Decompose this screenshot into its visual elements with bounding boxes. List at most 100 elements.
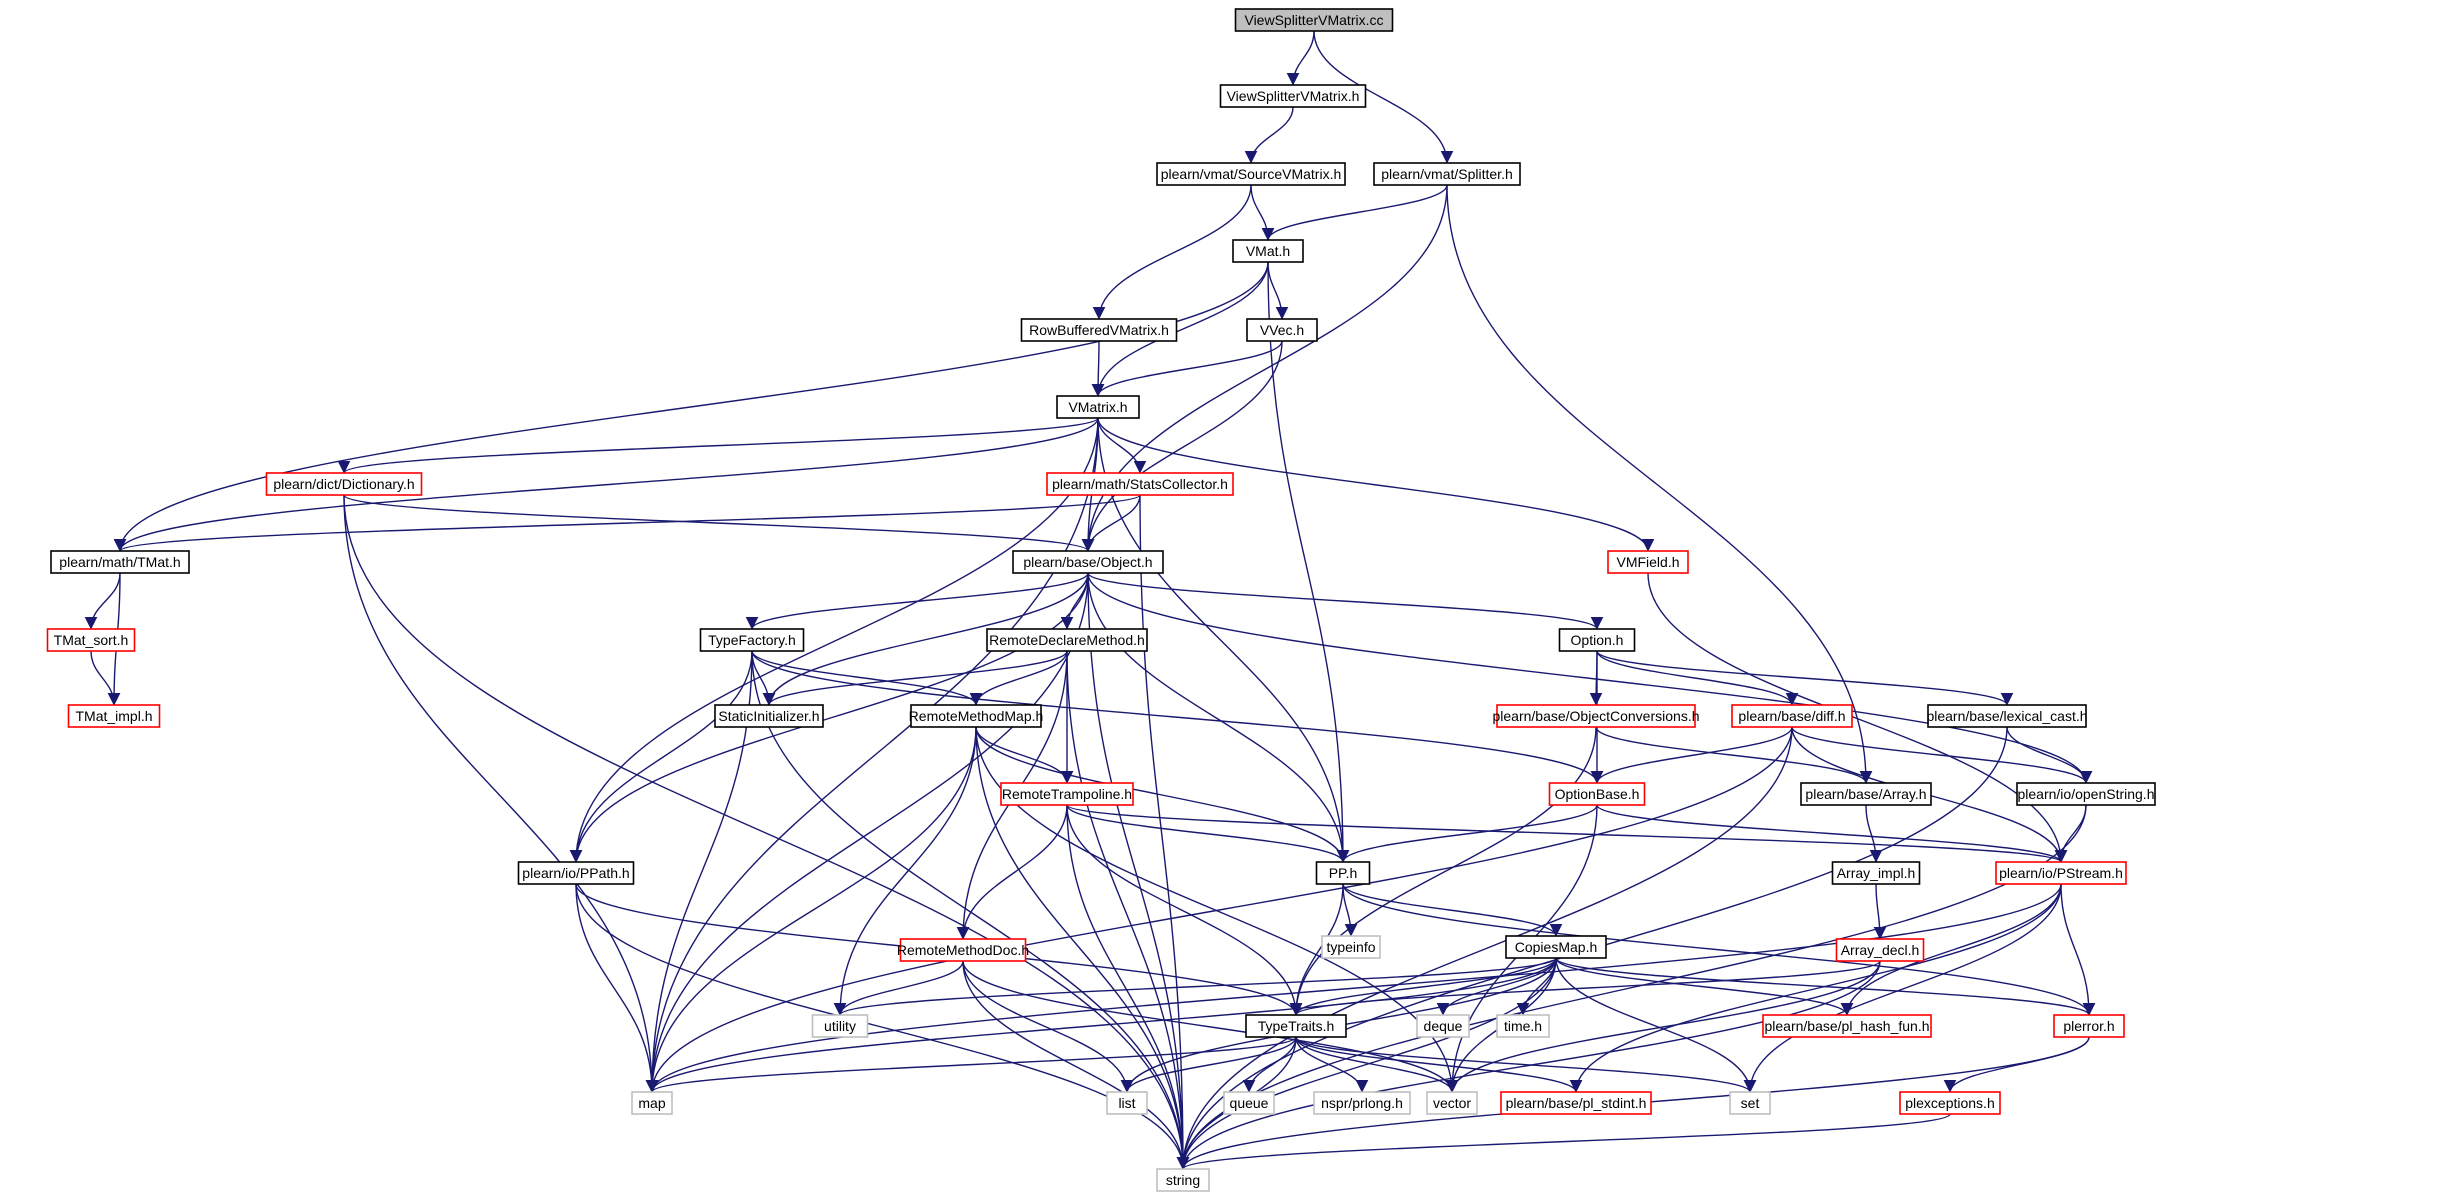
node-typefactory[interactable]: TypeFactory.h bbox=[699, 628, 805, 652]
node-typeinfo[interactable]: typeinfo bbox=[1321, 935, 1381, 959]
edge-dict-to-object bbox=[343, 494, 1094, 552]
node-label: plearn/base/diff.h bbox=[1738, 708, 1845, 724]
node-label: TypeTraits.h bbox=[1258, 1018, 1335, 1034]
node-prlong[interactable]: nspr/prlong.h bbox=[1313, 1091, 1411, 1115]
node-time[interactable]: time.h bbox=[1496, 1014, 1550, 1038]
node-label: PP.h bbox=[1329, 865, 1358, 881]
edge-openstring-to-pstream bbox=[2054, 804, 2087, 863]
node-rtramp[interactable]: RemoteTrampoline.h bbox=[1000, 782, 1134, 806]
node-box bbox=[1426, 1091, 1478, 1115]
node-box bbox=[1232, 239, 1304, 263]
node-stdint[interactable]: plearn/base/pl_stdint.h bbox=[1500, 1091, 1652, 1115]
node-label: plearn/base/ObjectConversions.h bbox=[1492, 708, 1699, 724]
node-tmat-impl[interactable]: TMat_impl.h bbox=[67, 704, 161, 728]
node-vsm-cc[interactable]: ViewSplitterVMatrix.cc bbox=[1234, 8, 1394, 32]
node-box bbox=[1496, 1014, 1550, 1038]
node-label: VMField.h bbox=[1616, 554, 1679, 570]
node-label: plearn/base/pl_stdint.h bbox=[1506, 1095, 1647, 1111]
node-array[interactable]: plearn/base/Array.h bbox=[1800, 782, 1932, 806]
node-box bbox=[631, 1091, 673, 1115]
node-tmat-sort[interactable]: TMat_sort.h bbox=[46, 628, 136, 652]
node-vmfield[interactable]: VMField.h bbox=[1607, 550, 1689, 574]
node-hashfun[interactable]: plearn/base/pl_hash_fun.h bbox=[1762, 1014, 1932, 1038]
node-label: set bbox=[1741, 1095, 1760, 1111]
edge-plexceptions-to-string bbox=[1177, 1113, 1951, 1170]
node-svm[interactable]: plearn/vmat/SourceVMatrix.h bbox=[1156, 162, 1346, 186]
node-objconv[interactable]: plearn/base/ObjectConversions.h bbox=[1492, 704, 1700, 728]
node-label: VVec.h bbox=[1260, 322, 1304, 338]
node-box bbox=[1500, 1091, 1652, 1115]
edge-vmatrix-to-dict bbox=[338, 417, 1099, 474]
edge-layer bbox=[84, 30, 2096, 1170]
node-box bbox=[1219, 84, 1367, 108]
node-queue[interactable]: queue bbox=[1223, 1091, 1275, 1115]
node-box bbox=[2053, 1014, 2125, 1038]
node-box bbox=[1313, 1091, 1411, 1115]
edge-array-to-array_impl bbox=[1865, 804, 1883, 863]
node-box bbox=[1321, 935, 1381, 959]
node-plexceptions[interactable]: plexceptions.h bbox=[1899, 1091, 2001, 1115]
edge-splitter-to-array bbox=[1446, 184, 1873, 784]
node-label: list bbox=[1118, 1095, 1135, 1111]
edge-copiesmap-to-hashfun bbox=[1555, 957, 1854, 1016]
node-box bbox=[46, 628, 136, 652]
node-label: VMatrix.h bbox=[1068, 399, 1127, 415]
edge-object-to-rdm bbox=[1060, 572, 1089, 630]
node-rmm[interactable]: RemoteMethodMap.h bbox=[909, 704, 1044, 728]
node-openstring[interactable]: plearn/io/openString.h bbox=[2016, 782, 2156, 806]
node-label: plearn/base/lexical_cast.h bbox=[1926, 708, 2087, 724]
node-vsm-h[interactable]: ViewSplitterVMatrix.h bbox=[1219, 84, 1367, 108]
node-box bbox=[1245, 1014, 1347, 1038]
node-label: TMat_sort.h bbox=[54, 632, 129, 648]
node-label: time.h bbox=[1504, 1018, 1542, 1034]
edge-array_decl-to-typetraits bbox=[1289, 960, 1881, 1016]
node-rbvm[interactable]: RowBufferedVMatrix.h bbox=[1020, 318, 1178, 342]
node-vmat[interactable]: VMat.h bbox=[1232, 239, 1304, 263]
node-optionbase[interactable]: OptionBase.h bbox=[1548, 782, 1646, 806]
node-utility[interactable]: utility bbox=[811, 1014, 869, 1038]
node-vmatrix[interactable]: VMatrix.h bbox=[1056, 395, 1140, 419]
node-rmdoc[interactable]: RemoteMethodDoc.h bbox=[897, 938, 1029, 962]
node-label: TypeFactory.h bbox=[708, 632, 796, 648]
node-array-impl[interactable]: Array_impl.h bbox=[1831, 861, 1921, 885]
node-string[interactable]: string bbox=[1156, 1168, 1210, 1192]
node-splitter[interactable]: plearn/vmat/Splitter.h bbox=[1373, 162, 1521, 186]
node-box bbox=[50, 550, 190, 574]
node-vector[interactable]: vector bbox=[1426, 1091, 1478, 1115]
node-box bbox=[1505, 935, 1607, 959]
node-box bbox=[1496, 704, 1696, 728]
node-map[interactable]: map bbox=[631, 1091, 673, 1115]
node-label: TMat_impl.h bbox=[75, 708, 152, 724]
node-box bbox=[1731, 704, 1853, 728]
node-box bbox=[1927, 704, 2087, 728]
node-box bbox=[1729, 1091, 1771, 1115]
node-set[interactable]: set bbox=[1729, 1091, 1771, 1115]
node-label: plearn/vmat/SourceVMatrix.h bbox=[1161, 166, 1342, 182]
node-object[interactable]: plearn/base/Object.h bbox=[1012, 550, 1164, 574]
node-option[interactable]: Option.h bbox=[1558, 628, 1636, 652]
node-pstream[interactable]: plearn/io/PStream.h bbox=[1995, 861, 2127, 885]
node-pp[interactable]: PP.h bbox=[1315, 861, 1371, 885]
node-typetraits[interactable]: TypeTraits.h bbox=[1245, 1014, 1347, 1038]
edge-stats-to-object bbox=[1081, 494, 1141, 552]
node-lexcast[interactable]: plearn/base/lexical_cast.h bbox=[1926, 704, 2088, 728]
node-deque[interactable]: deque bbox=[1416, 1014, 1470, 1038]
node-array-decl[interactable]: Array_decl.h bbox=[1835, 938, 1925, 962]
node-rdm[interactable]: RemoteDeclareMethod.h bbox=[986, 628, 1148, 652]
node-dict[interactable]: plearn/dict/Dictionary.h bbox=[265, 472, 423, 496]
node-vvec[interactable]: VVec.h bbox=[1246, 318, 1318, 342]
node-list[interactable]: list bbox=[1106, 1091, 1148, 1115]
node-diff[interactable]: plearn/base/diff.h bbox=[1731, 704, 1853, 728]
node-plerror[interactable]: plerror.h bbox=[2053, 1014, 2125, 1038]
node-ppath[interactable]: plearn/io/PPath.h bbox=[517, 861, 635, 885]
node-label: plearn/math/TMat.h bbox=[59, 554, 180, 570]
node-label: plearn/io/PPath.h bbox=[522, 865, 629, 881]
node-box bbox=[1046, 472, 1234, 496]
node-copiesmap[interactable]: CopiesMap.h bbox=[1505, 935, 1607, 959]
edge-typetraits-to-set bbox=[1295, 1036, 1757, 1093]
edge-pstream-to-set bbox=[1743, 883, 2062, 1093]
node-tmat[interactable]: plearn/math/TMat.h bbox=[50, 550, 190, 574]
node-label: Option.h bbox=[1571, 632, 1624, 648]
node-staticinit[interactable]: StaticInitializer.h bbox=[714, 704, 824, 728]
node-stats[interactable]: plearn/math/StatsCollector.h bbox=[1046, 472, 1234, 496]
